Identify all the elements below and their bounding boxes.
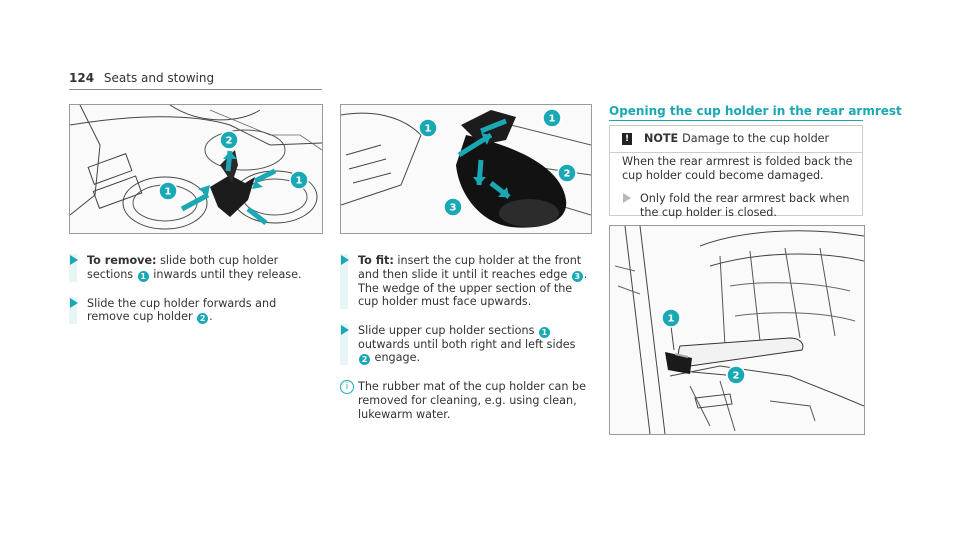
step-heading: To remove: bbox=[87, 254, 157, 267]
section-divider bbox=[609, 120, 863, 121]
step-text: Slide the cup holder forwards and remove… bbox=[87, 296, 277, 324]
step-text: insert the cup holder at the front and t… bbox=[358, 254, 582, 281]
step-heading: To fit: bbox=[358, 254, 394, 267]
rear-armrest-illustration: 1 2 bbox=[610, 226, 864, 434]
step-text: . bbox=[209, 310, 213, 324]
figure3-callout-2: 2 bbox=[733, 371, 740, 382]
warning-icon: ! bbox=[622, 133, 632, 145]
note-step: Only fold the rear armrest back when the… bbox=[622, 192, 854, 219]
page-number: 124 bbox=[69, 71, 95, 85]
info-icon: i bbox=[340, 380, 354, 395]
info-text: The rubber mat of the cup holder can be … bbox=[358, 380, 586, 421]
cup-holder-fitting-figure: 1 1 2 3 bbox=[340, 104, 592, 234]
step-text: . bbox=[583, 267, 588, 281]
step-text: slide both cup holder sections bbox=[87, 254, 279, 281]
callout-ref: 3 bbox=[571, 270, 583, 282]
figure2-callout-3: 3 bbox=[450, 203, 457, 214]
figure2-callout-2: 2 bbox=[564, 169, 571, 180]
step-arrow-icon bbox=[340, 324, 350, 336]
step-arrow-icon bbox=[69, 297, 79, 309]
info-note: i The rubber mat of the cup holder can b… bbox=[340, 380, 590, 421]
removal-steps: To remove: slide both cup holder section… bbox=[69, 254, 321, 325]
step-fit: To fit: insert the cup holder at the fro… bbox=[340, 254, 590, 309]
note-label: NOTE bbox=[644, 132, 679, 145]
note-title-text: Damage to the cup holder bbox=[682, 132, 830, 145]
step-arrow-icon bbox=[623, 193, 631, 204]
figure1-callout-2: 2 bbox=[226, 136, 233, 147]
rear-armrest-figure: 1 2 bbox=[609, 225, 865, 435]
note-step-text: Only fold the rear armrest back when the… bbox=[640, 192, 850, 219]
note-body-text: When the rear armrest is folded back the… bbox=[622, 155, 853, 182]
figure1-callout-3: 1 bbox=[296, 176, 303, 187]
step-engage: Slide upper cup holder sections 1 outwar… bbox=[340, 323, 590, 366]
step-text: The wedge of the upper section of the cu… bbox=[358, 281, 573, 309]
figure2-callout-1b: 1 bbox=[549, 114, 556, 125]
page-header: 124 Seats and stowing bbox=[69, 71, 214, 85]
figure3-callout-1: 1 bbox=[668, 314, 675, 325]
cup-holder-removal-illustration: 1 2 1 bbox=[70, 105, 322, 233]
step-slide-out: Slide the cup holder forwards and remove… bbox=[69, 296, 321, 325]
step-remove: To remove: slide both cup holder section… bbox=[69, 254, 321, 282]
figure2-callout-1a: 1 bbox=[425, 124, 432, 135]
header-divider bbox=[69, 89, 322, 90]
callout-ref: 1 bbox=[538, 326, 550, 338]
cup-holder-removal-figure: 1 2 1 bbox=[69, 104, 323, 234]
step-text: Slide upper cup holder sections bbox=[358, 323, 538, 337]
fitting-steps: To fit: insert the cup holder at the fro… bbox=[340, 254, 590, 421]
step-text: engage. bbox=[371, 351, 421, 365]
callout-ref: 2 bbox=[197, 313, 209, 325]
step-text: inwards until they release. bbox=[149, 267, 302, 281]
step-arrow-icon bbox=[69, 254, 79, 266]
callout-ref: 2 bbox=[359, 354, 370, 366]
callout-ref: 1 bbox=[137, 270, 149, 282]
step-text: outwards until both right and left sides bbox=[358, 337, 576, 351]
step-arrow-icon bbox=[340, 254, 350, 266]
section-title: Opening the cup holder in the rear armre… bbox=[609, 104, 902, 118]
note-body: When the rear armrest is folded back the… bbox=[622, 155, 854, 219]
section-name: Seats and stowing bbox=[103, 71, 215, 85]
figure1-callout-1: 1 bbox=[165, 187, 172, 198]
cup-holder-fitting-illustration: 1 1 2 3 bbox=[341, 105, 591, 233]
